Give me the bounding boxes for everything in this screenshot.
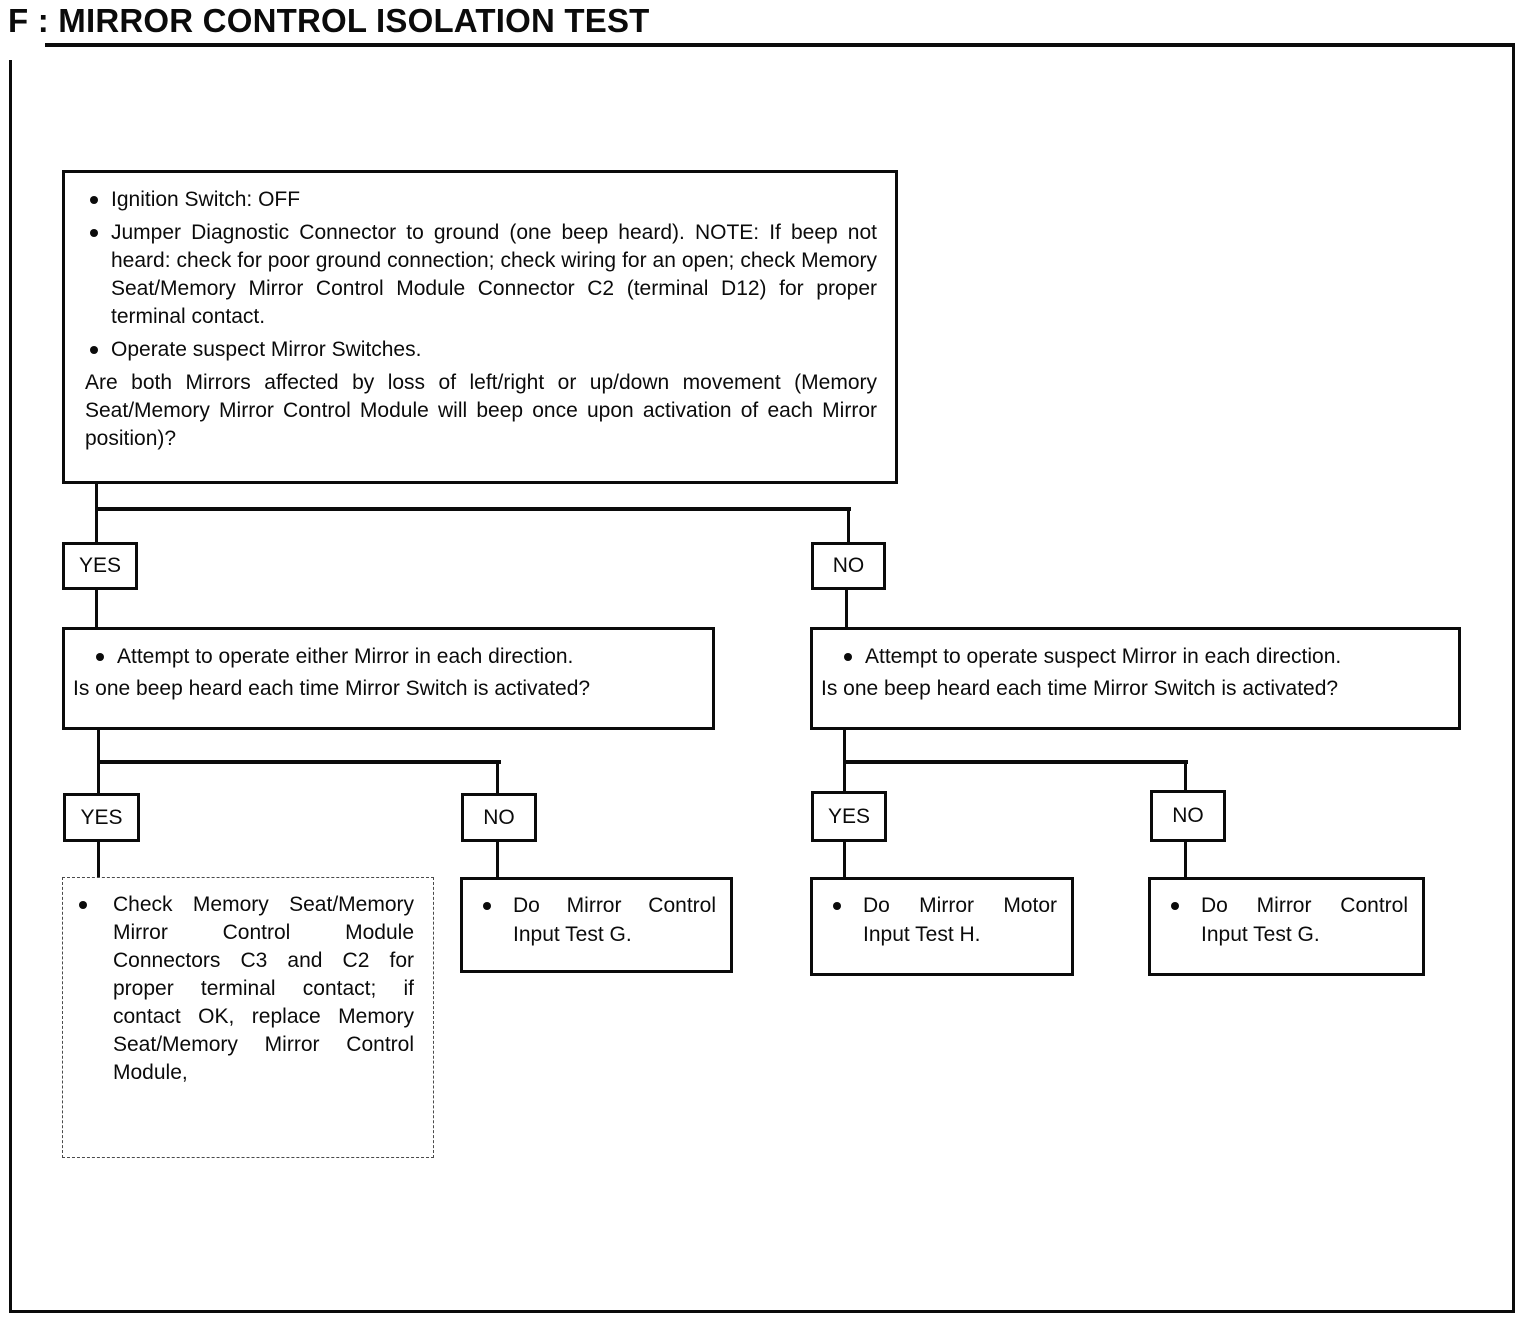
bullet-icon xyxy=(96,653,104,661)
connector-splitright-no-drop xyxy=(1184,760,1187,793)
decision-label-yes-1: YES xyxy=(62,542,138,590)
root-question: Are both Mirrors affected by loss of lef… xyxy=(85,371,877,450)
connector-yes1-stem xyxy=(95,582,98,630)
left-question-text: Is one beep heard each time Mirror Switc… xyxy=(73,677,591,700)
decision-label-text: YES xyxy=(827,804,871,828)
connector-yes2l-to-leaf xyxy=(97,834,100,879)
bullet-text: Attempt to operate either Mirror in each… xyxy=(117,645,574,668)
decision-label-text: YES xyxy=(80,805,123,829)
bullet-item: Do Mirror Control Input Test G. xyxy=(463,891,716,949)
decision-label-yes-2-left: YES xyxy=(63,793,140,842)
bullet-icon xyxy=(79,901,87,909)
bullet-item: Attempt to operate suspect Mirror in eac… xyxy=(821,641,1444,673)
connector-splitleft-no-drop xyxy=(496,760,499,796)
check-module-action-box: Check Memory Seat/Memory Mirror Control … xyxy=(62,877,434,1158)
left-question-box: Attempt to operate either Mirror in each… xyxy=(62,627,715,730)
connector-right-to-yes2 xyxy=(843,710,846,794)
connector-no2r-to-leaf xyxy=(1184,834,1187,879)
decision-label-text: YES xyxy=(78,554,122,577)
bullet-text: Ignition Switch: OFF xyxy=(111,188,301,211)
connector-split-bar-right xyxy=(843,760,1188,764)
bullet-item: Attempt to operate either Mirror in each… xyxy=(73,641,698,673)
connector-left-to-yes2 xyxy=(97,710,100,796)
bullet-text: Operate suspect Mirror Switches. xyxy=(111,338,422,361)
start-condition-box: Ignition Switch: OFF Jumper Diagnostic C… xyxy=(62,170,898,484)
bullet-icon xyxy=(844,653,852,661)
bullet-item: Do Mirror Motor Input Test H. xyxy=(813,891,1057,949)
bullet-text: Jumper Diagnostic Connector to ground (o… xyxy=(111,221,877,328)
decision-label-text: NO xyxy=(483,805,515,829)
connector-root-to-yes1 xyxy=(95,463,98,545)
decision-label-no-2-right: NO xyxy=(1150,790,1226,842)
connector-split-bar-1 xyxy=(95,507,851,511)
right-question-box: Attempt to operate suspect Mirror in eac… xyxy=(810,627,1461,730)
connector-no2l-to-leaf xyxy=(496,834,499,879)
frame-right-border xyxy=(1512,45,1515,1313)
bullet-icon xyxy=(833,902,841,910)
decision-label-text: NO xyxy=(832,554,865,577)
decision-label-yes-2-right: YES xyxy=(811,791,887,842)
bullet-text: Do Mirror Control Input Test G. xyxy=(513,894,716,946)
bullet-text: Do Mirror Motor Input Test H. xyxy=(863,894,1057,946)
connector-yes2r-to-leaf xyxy=(843,834,846,879)
bullet-icon xyxy=(90,196,98,204)
connector-split-bar-left xyxy=(97,760,501,764)
mirror-motor-test-box: Do Mirror Motor Input Test H. xyxy=(810,877,1074,976)
bullet-text: Check Memory Seat/Memory Mirror Control … xyxy=(113,893,414,1084)
bullet-icon xyxy=(90,229,98,237)
connector-split1-no-drop xyxy=(847,507,850,545)
decision-label-text: NO xyxy=(1172,804,1204,827)
bullet-item: Operate suspect Mirror Switches. xyxy=(77,336,877,364)
mirror-control-test-box-right: Do Mirror Control Input Test G. xyxy=(1148,877,1425,976)
bullet-icon xyxy=(1171,902,1179,910)
bullet-item: Ignition Switch: OFF xyxy=(77,186,877,214)
mirror-control-test-box-left: Do Mirror Control Input Test G. xyxy=(460,877,733,973)
bullet-icon xyxy=(483,902,491,910)
bullet-item: Check Memory Seat/Memory Mirror Control … xyxy=(63,891,414,1087)
page-title: F : MIRROR CONTROL ISOLATION TEST xyxy=(8,2,650,39)
frame-bottom-border xyxy=(9,1310,1515,1313)
connector-no1-stem xyxy=(845,582,848,630)
bullet-text: Do Mirror Control Input Test G. xyxy=(1201,894,1408,946)
decision-label-no-1: NO xyxy=(811,542,886,590)
title-underline xyxy=(45,43,1515,47)
frame-left-border xyxy=(9,60,12,1312)
bullet-item: Do Mirror Control Input Test G. xyxy=(1151,891,1408,949)
bullet-icon xyxy=(90,346,98,354)
right-question-text: Is one beep heard each time Mirror Switc… xyxy=(821,677,1339,700)
bullet-item: Jumper Diagnostic Connector to ground (o… xyxy=(77,219,877,331)
bullet-text: Attempt to operate suspect Mirror in eac… xyxy=(865,645,1342,668)
decision-label-no-2-left: NO xyxy=(461,793,537,842)
